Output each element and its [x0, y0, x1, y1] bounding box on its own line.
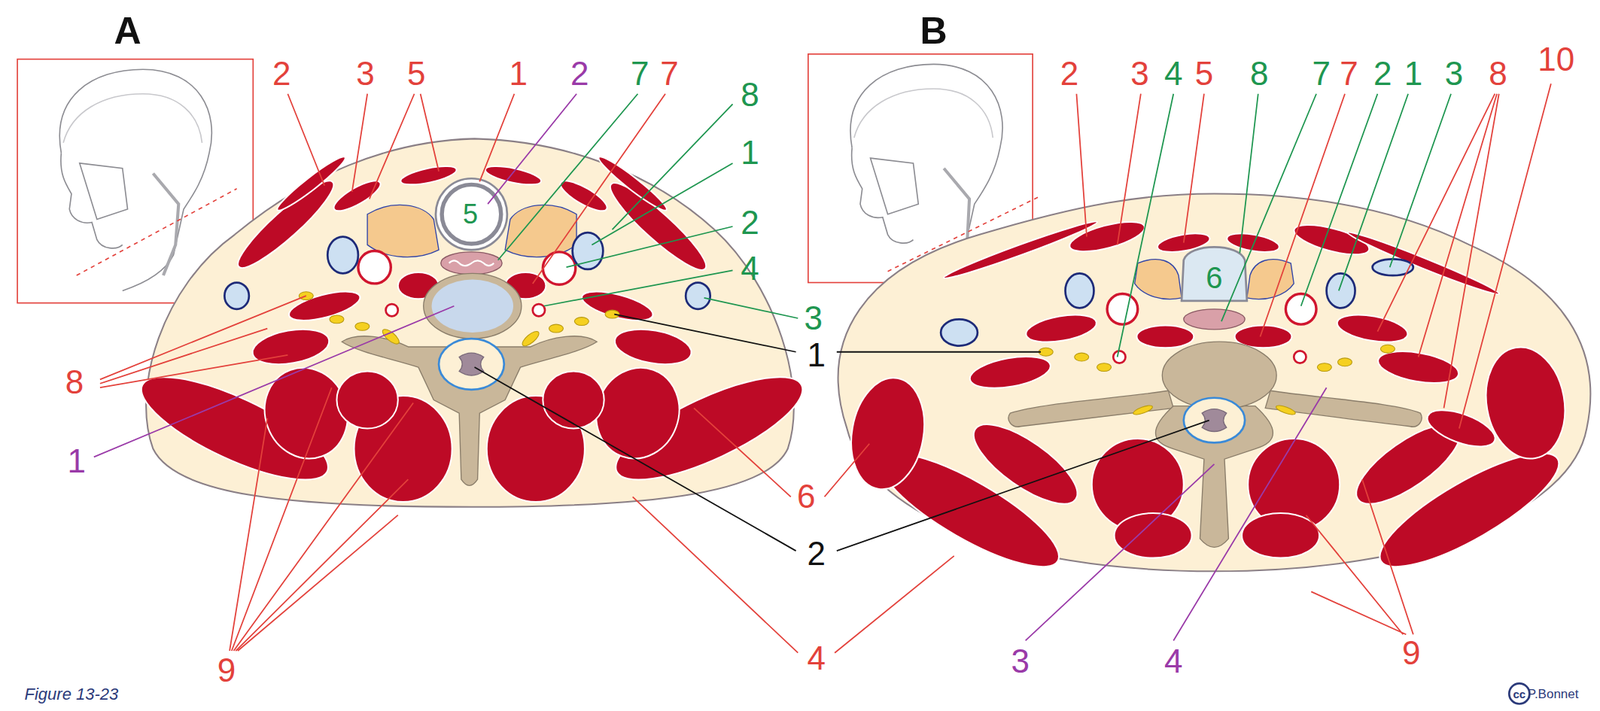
- callout-number: 4: [740, 252, 759, 286]
- callout-number: 2: [740, 206, 759, 240]
- callout-number: 9: [217, 653, 236, 688]
- callout-number: 10: [1537, 42, 1575, 77]
- figure-caption: Figure 13-23: [24, 686, 119, 703]
- callout-number: 4: [1164, 644, 1183, 679]
- callout-number: 6: [796, 480, 816, 514]
- callout-number: 3: [1130, 57, 1149, 91]
- callout-number: 1: [1404, 57, 1423, 91]
- callout-number: 4: [1164, 57, 1183, 91]
- panel-letter: A: [113, 12, 141, 50]
- callout-number: 8: [1250, 57, 1269, 91]
- callout-number: 8: [65, 365, 84, 399]
- callout-number: 2: [570, 57, 589, 91]
- callout-number: 5: [407, 57, 426, 91]
- panel-letter: B: [920, 12, 948, 50]
- author-credit: P.Bonnet: [1527, 687, 1579, 700]
- callout-number: 7: [1312, 57, 1331, 91]
- callout-number: 1: [806, 338, 825, 372]
- license-mark: cc: [1513, 687, 1527, 700]
- callout-number: 2: [1373, 57, 1392, 91]
- callout-number: 3: [355, 57, 375, 91]
- callout-number: 6: [1205, 262, 1223, 293]
- callout-number: 7: [660, 57, 679, 91]
- callout-number: 1: [740, 136, 759, 170]
- callout-number: 3: [1444, 57, 1464, 91]
- callout-number: 2: [272, 57, 291, 91]
- callout-number: 5: [462, 200, 478, 229]
- callout-number: 2: [1060, 57, 1079, 91]
- callout-number: 7: [1339, 57, 1358, 91]
- callout-number: 9: [1402, 636, 1421, 670]
- callout-number: 5: [1195, 57, 1214, 91]
- callout-number: 1: [509, 57, 528, 91]
- callout-number: 7: [630, 57, 649, 91]
- callout-number: 3: [1011, 644, 1030, 679]
- callout-number: 8: [740, 78, 759, 112]
- callout-number: 2: [806, 537, 825, 571]
- callout-number: 8: [1488, 57, 1507, 91]
- callout-number: 3: [803, 301, 822, 335]
- callout-number: 1: [66, 444, 86, 478]
- callout-number: 4: [806, 641, 825, 676]
